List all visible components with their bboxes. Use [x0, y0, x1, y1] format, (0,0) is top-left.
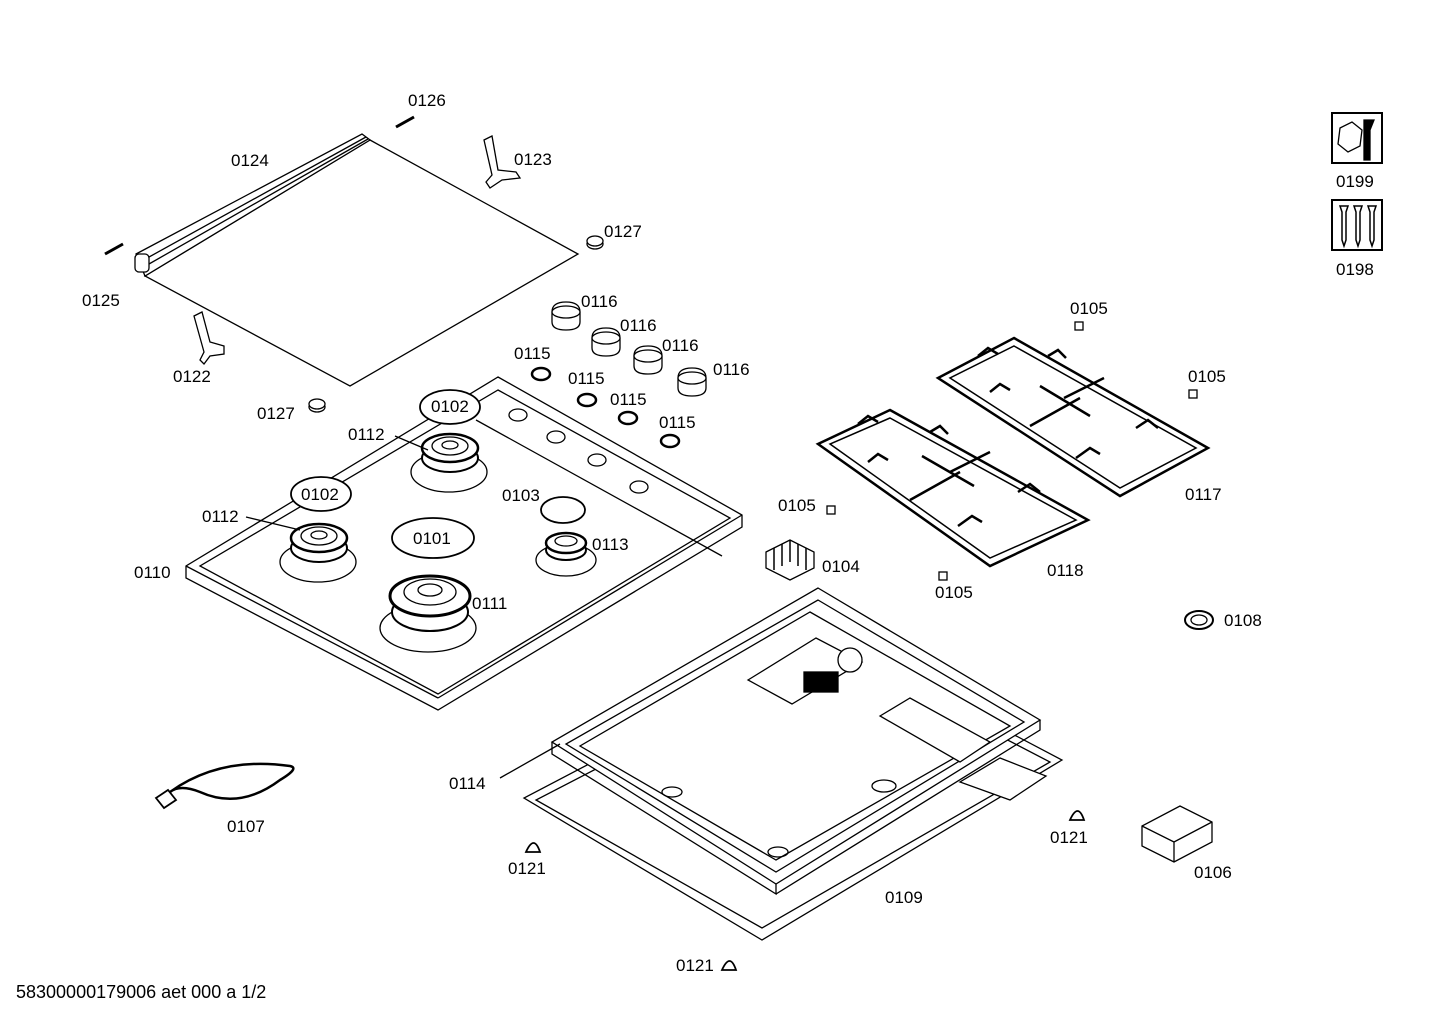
label-0115-1: 0115 — [514, 344, 551, 363]
label-0127-top: 0127 — [604, 222, 642, 241]
screws-icon — [1331, 199, 1383, 251]
hinge-screw-0125 — [104, 242, 124, 256]
hinge-0123 — [483, 135, 522, 189]
label-0106: 0106 — [1194, 863, 1232, 882]
burner-cap-0101 — [391, 517, 475, 559]
label-0117: 0117 — [1185, 485, 1222, 504]
label-0198: 0198 — [1336, 260, 1374, 279]
label-0122: 0122 — [173, 367, 211, 386]
knob-bezels-0115 — [530, 366, 681, 449]
label-0107: 0107 — [227, 817, 265, 836]
mains-cable-0107 — [154, 762, 295, 810]
burner-cap-0102-left — [290, 476, 352, 512]
label-0121-3: 0121 — [676, 956, 714, 975]
document-id: 58300000179006 aet 000 a 1/2 — [16, 982, 267, 1002]
gasket-ring-0108 — [1184, 610, 1214, 630]
burner-0111-wok — [379, 574, 477, 653]
label-0125: 0125 — [82, 291, 120, 310]
pan-support-0117 — [935, 336, 1211, 498]
label-0126: 0126 — [408, 91, 446, 110]
label-0105-2: 0105 — [1188, 367, 1226, 386]
rubber-feet-0105 — [826, 321, 1198, 581]
hinge-0122 — [193, 311, 225, 365]
mounting-frame-0114 — [550, 587, 1042, 896]
label-0116-3: 0116 — [662, 336, 699, 355]
label-0121-2: 0121 — [1050, 828, 1088, 847]
hinge-screw-0126 — [395, 115, 415, 129]
label-0103: 0103 — [502, 486, 540, 505]
burner-cap-0102-rear — [419, 389, 481, 425]
label-0105-4: 0105 — [935, 583, 973, 602]
burner-0113-small — [535, 531, 597, 577]
burner-cap-0103 — [540, 496, 586, 524]
label-0123: 0123 — [514, 150, 552, 169]
wrench-nut-icon — [1331, 112, 1383, 164]
control-knobs-0116 — [551, 301, 707, 397]
adjustable-feet-0121 — [524, 810, 1086, 971]
label-0109: 0109 — [885, 888, 923, 907]
label-0116-4: 0116 — [713, 360, 750, 379]
cover-lid-0124 — [134, 133, 580, 387]
burner-0112-left — [279, 522, 357, 583]
label-0105-1: 0105 — [1070, 299, 1108, 318]
junction-box-0106 — [1141, 805, 1213, 863]
label-0113: 0113 — [592, 535, 629, 554]
rubber-buffer-0127-bottom — [308, 398, 326, 413]
label-0110: 0110 — [134, 563, 171, 582]
label-0105-3: 0105 — [778, 496, 816, 515]
label-0127-bottom: 0127 — [257, 404, 295, 423]
label-0111: 0111 — [472, 594, 508, 613]
label-0124: 0124 — [231, 151, 269, 170]
label-0115-4: 0115 — [659, 413, 696, 432]
label-0102-left: 0102 — [301, 485, 339, 504]
label-0101: 0101 — [413, 529, 451, 548]
label-0115-2: 0115 — [568, 369, 605, 388]
label-0112-left: 0112 — [202, 507, 239, 526]
label-0116-2: 0116 — [620, 316, 657, 335]
label-0115-3: 0115 — [610, 390, 647, 409]
label-0102-rear: 0102 — [431, 397, 469, 416]
label-0121-1: 0121 — [508, 859, 546, 878]
label-0104: 0104 — [822, 557, 860, 576]
pan-support-0118 — [815, 408, 1091, 568]
terminal-block-0104 — [765, 539, 815, 581]
label-0114: 0114 — [449, 774, 486, 793]
rubber-buffer-0127-top — [586, 235, 604, 250]
label-0108: 0108 — [1224, 611, 1262, 630]
label-0112-rear: 0112 — [348, 425, 385, 444]
burner-0112-rear — [410, 432, 488, 493]
label-0118: 0118 — [1047, 561, 1084, 580]
label-0116-1: 0116 — [581, 292, 618, 311]
label-0199: 0199 — [1336, 172, 1374, 191]
